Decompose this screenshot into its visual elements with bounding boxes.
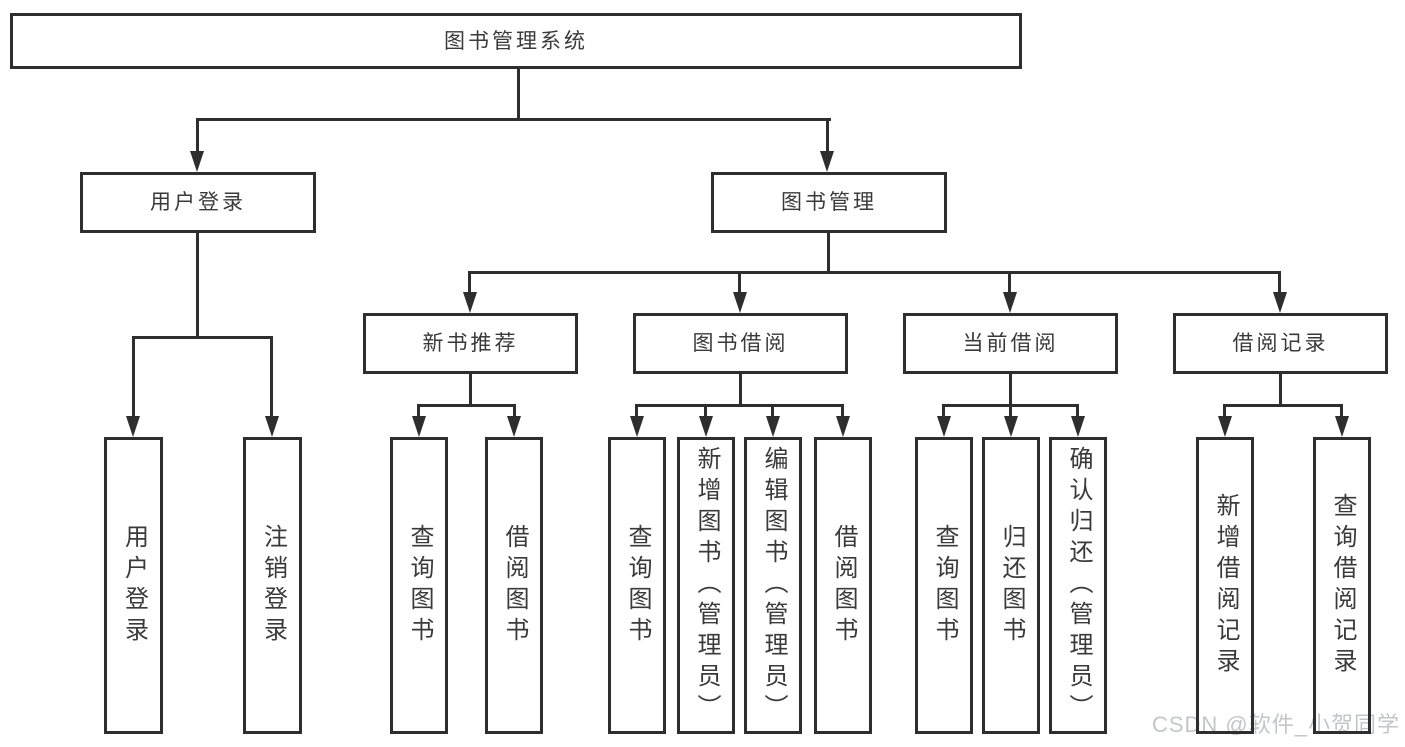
- node-book-management-branch: 图书管理: [711, 172, 947, 233]
- leaf-label: 查询图书: [931, 523, 958, 648]
- arrowhead-icon: [1071, 416, 1085, 437]
- arrowhead-icon: [412, 416, 426, 437]
- leaf-query-books-2: 查询图书: [608, 437, 666, 734]
- line-drop-leaf: [704, 404, 707, 419]
- node-book-borrowing: 图书借阅: [633, 313, 848, 374]
- line-group-rail: [635, 404, 844, 407]
- line-drop-level3: [1008, 271, 1011, 295]
- line-group-rail: [417, 404, 516, 407]
- line-user-login-stem: [196, 231, 199, 339]
- leaf-logout: 注销登录: [243, 437, 302, 734]
- line-drop-leaf: [1340, 404, 1343, 419]
- arrowhead-icon: [507, 416, 521, 437]
- line-drop-level3: [1278, 271, 1281, 295]
- arrowhead-icon: [1335, 416, 1349, 437]
- leaf-label: 借阅图书: [830, 523, 857, 648]
- leaf-label: 确认归还（管理员）: [1065, 446, 1092, 725]
- leaf-query-books-1: 查询图书: [390, 437, 448, 734]
- line-drop-leaf: [1009, 404, 1012, 419]
- line-user-login-rail: [132, 336, 273, 339]
- arrowhead-icon: [820, 151, 834, 172]
- leaf-label: 查询借阅记录: [1329, 492, 1356, 679]
- arrowhead-icon: [699, 416, 713, 437]
- arrowhead-icon: [766, 416, 780, 437]
- node-label: 图书借阅: [692, 332, 789, 355]
- line-drop-leaf: [942, 404, 945, 419]
- line-level3-rail: [468, 271, 1281, 274]
- leaf-label: 注销登录: [259, 523, 287, 648]
- arrowhead-icon: [733, 292, 747, 313]
- arrowhead-icon: [1273, 292, 1287, 313]
- line-drop-leaf: [635, 404, 638, 419]
- arrowhead-icon: [630, 416, 644, 437]
- node-label: 借阅记录: [1232, 332, 1329, 355]
- leaf-borrow-books-1: 借阅图书: [485, 437, 543, 734]
- line-drop-leaf: [132, 336, 135, 418]
- line-drop-leaf: [1076, 404, 1079, 419]
- node-label: 图书管理系统: [444, 29, 588, 53]
- leaf-label: 用户登录: [120, 523, 148, 648]
- line-drop-leaf: [417, 404, 420, 419]
- leaf-edit-book-admin: 编辑图书（管理员）: [744, 437, 802, 734]
- leaf-label: 新增借阅记录: [1212, 492, 1239, 679]
- node-library-management-system: 图书管理系统: [10, 13, 1022, 69]
- arrowhead-icon: [265, 416, 279, 437]
- node-label: 用户登录: [150, 191, 246, 214]
- leaf-user-login: 用户登录: [104, 437, 163, 734]
- arrowhead-icon: [126, 416, 140, 437]
- line-drop-leaf: [841, 404, 844, 419]
- arrowhead-icon: [190, 151, 204, 172]
- line-group-stem: [469, 374, 472, 407]
- line-drop-leaf: [1223, 404, 1226, 419]
- leaf-label: 新增图书（管理员）: [693, 446, 720, 725]
- leaf-label: 编辑图书（管理员）: [760, 446, 787, 725]
- leaf-borrow-books-2: 借阅图书: [814, 437, 872, 734]
- line-book-mgmt-stem: [827, 231, 830, 274]
- node-label: 图书管理: [781, 191, 877, 214]
- node-borrowing-records: 借阅记录: [1173, 313, 1388, 374]
- line-drop-user-login: [196, 118, 199, 154]
- leaf-add-borrow-record: 新增借阅记录: [1196, 437, 1254, 734]
- arrowhead-icon: [1004, 416, 1018, 437]
- node-new-book-recommend: 新书推荐: [363, 313, 578, 374]
- arrowhead-icon: [836, 416, 850, 437]
- line-group-stem: [1279, 374, 1282, 407]
- leaf-return-book: 归还图书: [982, 437, 1040, 734]
- leaf-query-books-3: 查询图书: [915, 437, 973, 734]
- arrowhead-icon: [463, 292, 477, 313]
- leaf-query-borrow-record: 查询借阅记录: [1313, 437, 1371, 734]
- line-level2-rail: [196, 118, 831, 121]
- leaf-label: 查询图书: [406, 523, 433, 648]
- leaf-label: 查询图书: [624, 523, 651, 648]
- leaf-label: 借阅图书: [501, 523, 528, 648]
- line-group-stem: [739, 374, 742, 407]
- arrowhead-icon: [1218, 416, 1232, 437]
- line-drop-level3: [738, 271, 741, 295]
- line-drop-level3: [468, 271, 471, 295]
- node-label: 新书推荐: [422, 332, 519, 355]
- line-drop-leaf: [270, 336, 273, 418]
- leaf-label: 归还图书: [998, 523, 1025, 648]
- arrowhead-icon: [937, 416, 951, 437]
- line-group-rail: [1223, 404, 1343, 407]
- line-drop-leaf: [513, 404, 516, 419]
- node-user-login-branch: 用户登录: [80, 172, 316, 233]
- node-current-borrowing: 当前借阅: [903, 313, 1118, 374]
- arrowhead-icon: [1003, 292, 1017, 313]
- node-label: 当前借阅: [962, 332, 1059, 355]
- line-group-stem: [1009, 374, 1012, 407]
- leaf-add-book-admin: 新增图书（管理员）: [677, 437, 735, 734]
- line-drop-leaf: [771, 404, 774, 419]
- line-root-stem: [517, 67, 520, 121]
- leaf-confirm-return-admin: 确认归还（管理员）: [1049, 437, 1107, 734]
- line-drop-book-mgmt: [826, 118, 829, 154]
